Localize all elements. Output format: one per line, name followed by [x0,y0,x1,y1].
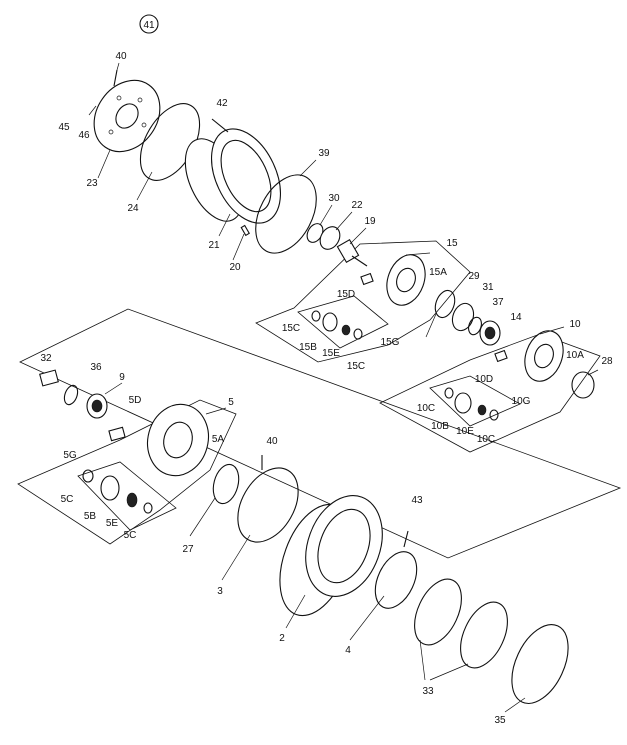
label-5D: 5D [129,395,142,406]
part-15A-carrier[interactable] [380,249,432,310]
label-28: 28 [601,356,613,367]
part-4-bearing[interactable] [367,545,425,615]
label-10C-left: 10C [417,403,435,414]
leader-lines [88,62,599,713]
label-31: 31 [482,282,494,293]
part-32-pin[interactable] [39,369,59,387]
label-46: 46 [78,130,90,141]
part-29-ring[interactable] [432,288,458,320]
label-42: 42 [216,98,228,109]
label-10: 10 [569,319,581,330]
part-36-ring[interactable] [62,384,80,407]
part-20-pin[interactable] [240,224,250,237]
label-15D: 15D [337,289,355,300]
part-14-gear[interactable] [479,320,501,346]
label-37: 37 [492,297,504,308]
label-36: 36 [90,362,102,373]
label-15C-left: 15C [282,323,300,334]
outer-group-outline [19,308,622,559]
label-10C-right: 10C [477,434,495,445]
label-2: 2 [279,633,285,644]
part-10-small-parts[interactable] [444,349,508,421]
part-42-bolt[interactable] [211,118,229,133]
label-40-lower: 40 [266,436,278,447]
subgroup-5-gears [77,461,177,531]
label-10A: 10A [566,350,584,361]
label-5G: 5G [63,450,77,461]
part-39-o-ring[interactable] [243,165,328,264]
subgroup-15-gears [297,295,389,349]
label-30: 30 [328,193,340,204]
label-3: 3 [217,586,223,597]
label-43: 43 [411,495,423,506]
part-5A-carrier[interactable] [140,397,217,482]
label-9: 9 [119,372,125,383]
part-40-bolt-top[interactable] [113,69,118,87]
part-35-seal[interactable] [500,616,579,712]
label-5B: 5B [84,511,97,522]
label-40-top: 40 [115,51,127,62]
part-31-ring[interactable] [449,300,477,333]
label-32: 32 [40,353,52,364]
part-3-gasket[interactable] [225,457,310,552]
part-23-cover[interactable] [81,68,174,165]
part-labels: 40 42 45 46 23 24 39 30 22 19 21 20 15 1… [40,51,613,726]
label-45: 45 [58,122,70,133]
part-15-small-parts[interactable] [311,272,374,340]
part-21-housing[interactable] [174,118,295,234]
label-14: 14 [510,312,522,323]
label-39: 39 [318,148,330,159]
label-22: 22 [351,200,363,211]
part-28-ring[interactable] [571,371,595,399]
label-15B: 15B [299,342,317,353]
part-27-ring[interactable] [209,462,243,507]
label-27: 27 [182,544,194,555]
part-10A-carrier[interactable] [518,325,570,386]
part-22-plate[interactable] [316,223,344,253]
label-10B: 10B [431,421,449,432]
label-5C-right: 5C [124,530,137,541]
label-10G: 10G [512,396,531,407]
label-21: 21 [208,240,220,251]
label-23: 23 [86,178,98,189]
label-10D: 10D [475,374,493,385]
label-15G: 15G [381,337,400,348]
part-9-gear[interactable] [86,393,108,419]
part-2-housing[interactable] [266,485,396,626]
subgroup-10-gears [429,375,521,427]
group-15-outline [255,240,471,363]
label-15C-right: 15C [347,361,365,372]
label-5A: 5A [212,434,225,445]
label-5: 5 [228,397,234,408]
part-19-sun-gear[interactable] [336,238,368,267]
label-15E: 15E [322,348,340,359]
label-10E: 10E [456,426,474,437]
group-10-outline [379,333,601,453]
group-5-outline [17,399,237,545]
label-20: 20 [229,262,241,273]
reference-callout[interactable]: 41 [139,14,159,34]
label-33: 33 [422,686,434,697]
label-29: 29 [468,271,480,282]
label-19: 19 [364,216,376,227]
label-15A: 15A [429,267,447,278]
label-15: 15 [446,238,458,249]
label-24: 24 [127,203,139,214]
callout-number: 41 [143,20,155,31]
label-5E: 5E [106,518,119,529]
label-35: 35 [494,715,506,726]
label-4: 4 [345,645,351,656]
part-5-small-parts[interactable] [82,426,153,514]
part-33-bearings[interactable] [405,572,517,675]
part-43-bolt[interactable] [403,530,409,548]
label-5C-left: 5C [61,494,74,505]
